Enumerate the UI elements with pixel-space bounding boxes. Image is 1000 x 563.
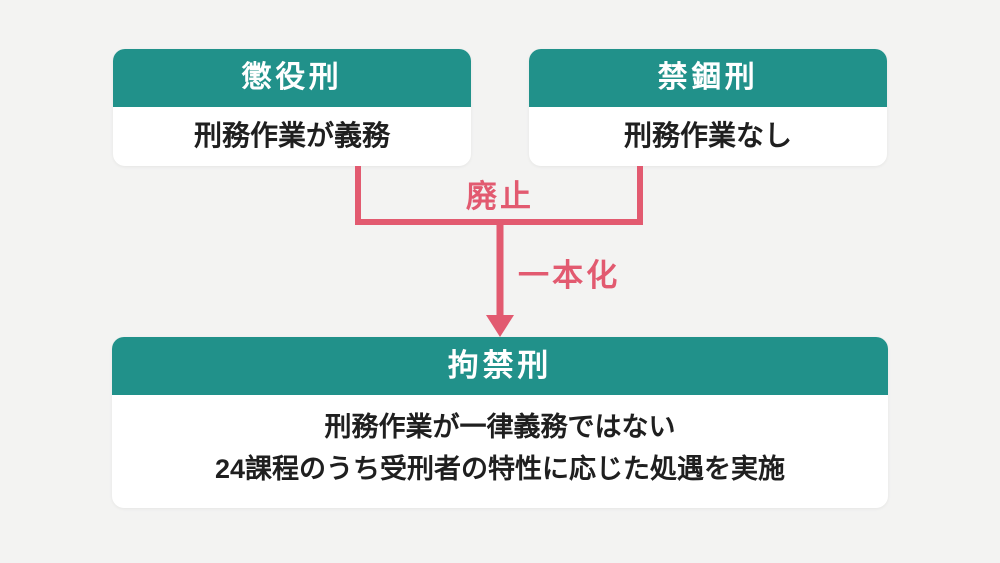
card-kokin-description: 刑務作業が一律義務ではない 24課程のうち受刑者の特性に応じた処遇を実施 (112, 395, 888, 490)
label-unify: 一本化 (518, 258, 621, 293)
card-kinko: 禁錮刑 刑務作業なし (529, 49, 887, 166)
card-kokin-description-line1: 刑務作業が一律義務ではない (324, 412, 676, 442)
card-kokin-description-line2: 24課程のうち受刑者の特性に応じた処遇を実施 (214, 454, 786, 484)
card-choeki-title: 懲役刑 (113, 49, 471, 107)
label-abolish: 廃止 (465, 179, 535, 214)
card-kokin-title: 拘禁刑 (112, 337, 888, 395)
card-kinko-description: 刑務作業なし (623, 120, 792, 151)
card-kinko-title: 禁錮刑 (529, 49, 887, 107)
card-choeki: 懲役刑 刑務作業が義務 (113, 49, 471, 166)
card-choeki-description: 刑務作業が義務 (193, 120, 390, 151)
card-kokin: 拘禁刑 刑務作業が一律義務ではない 24課程のうち受刑者の特性に応じた処遇を実施 (112, 337, 888, 508)
